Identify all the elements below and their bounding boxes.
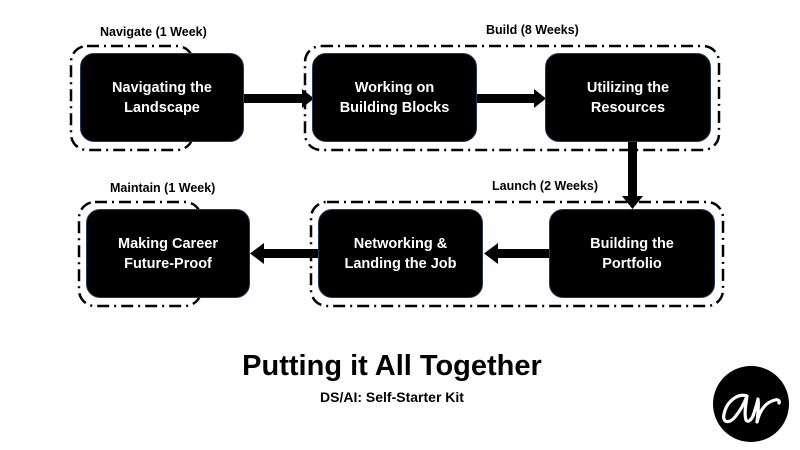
arrow-portfolio-to-networking bbox=[484, 243, 549, 264]
step-navigating-the-landscape[interactable]: Navigating the Landscape bbox=[80, 53, 244, 142]
group-label-build: Build (8 Weeks) bbox=[486, 23, 579, 37]
group-label-launch: Launch (2 Weeks) bbox=[492, 179, 599, 193]
arrow-networking-to-future-proof bbox=[250, 243, 319, 264]
step-label: Networking & Landing the Job bbox=[344, 235, 457, 272]
step-networking-landing-the-job[interactable]: Networking & Landing the Job bbox=[318, 209, 483, 298]
arrow-resources-to-portfolio bbox=[622, 140, 643, 209]
step-building-the-portfolio[interactable]: Building the Portfolio bbox=[549, 209, 715, 298]
group-label-navigate: Navigate (1 Week) bbox=[100, 25, 207, 39]
step-label: Utilizing the Resources bbox=[586, 79, 670, 116]
page-subtitle: DS/AI: Self-Starter Kit bbox=[320, 389, 464, 405]
step-label: Building the Portfolio bbox=[590, 235, 674, 272]
ar-monogram-logo bbox=[713, 366, 789, 442]
arrow-navigate-to-building-blocks bbox=[244, 89, 314, 108]
step-making-career-future-proof[interactable]: Making Career Future-Proof bbox=[86, 209, 250, 298]
step-label: Making Career Future-Proof bbox=[118, 235, 218, 272]
page-title: Putting it All Together bbox=[242, 350, 542, 382]
step-utilizing-the-resources[interactable]: Utilizing the Resources bbox=[545, 53, 711, 142]
step-label: Working on Building Blocks bbox=[339, 79, 450, 116]
arrow-building-blocks-to-resources bbox=[477, 89, 546, 108]
step-working-on-building-blocks[interactable]: Working on Building Blocks bbox=[312, 53, 477, 142]
ar-logo-icon bbox=[722, 393, 781, 424]
group-label-maintain: Maintain (1 Week) bbox=[110, 181, 216, 195]
step-label: Navigating the Landscape bbox=[112, 79, 212, 116]
